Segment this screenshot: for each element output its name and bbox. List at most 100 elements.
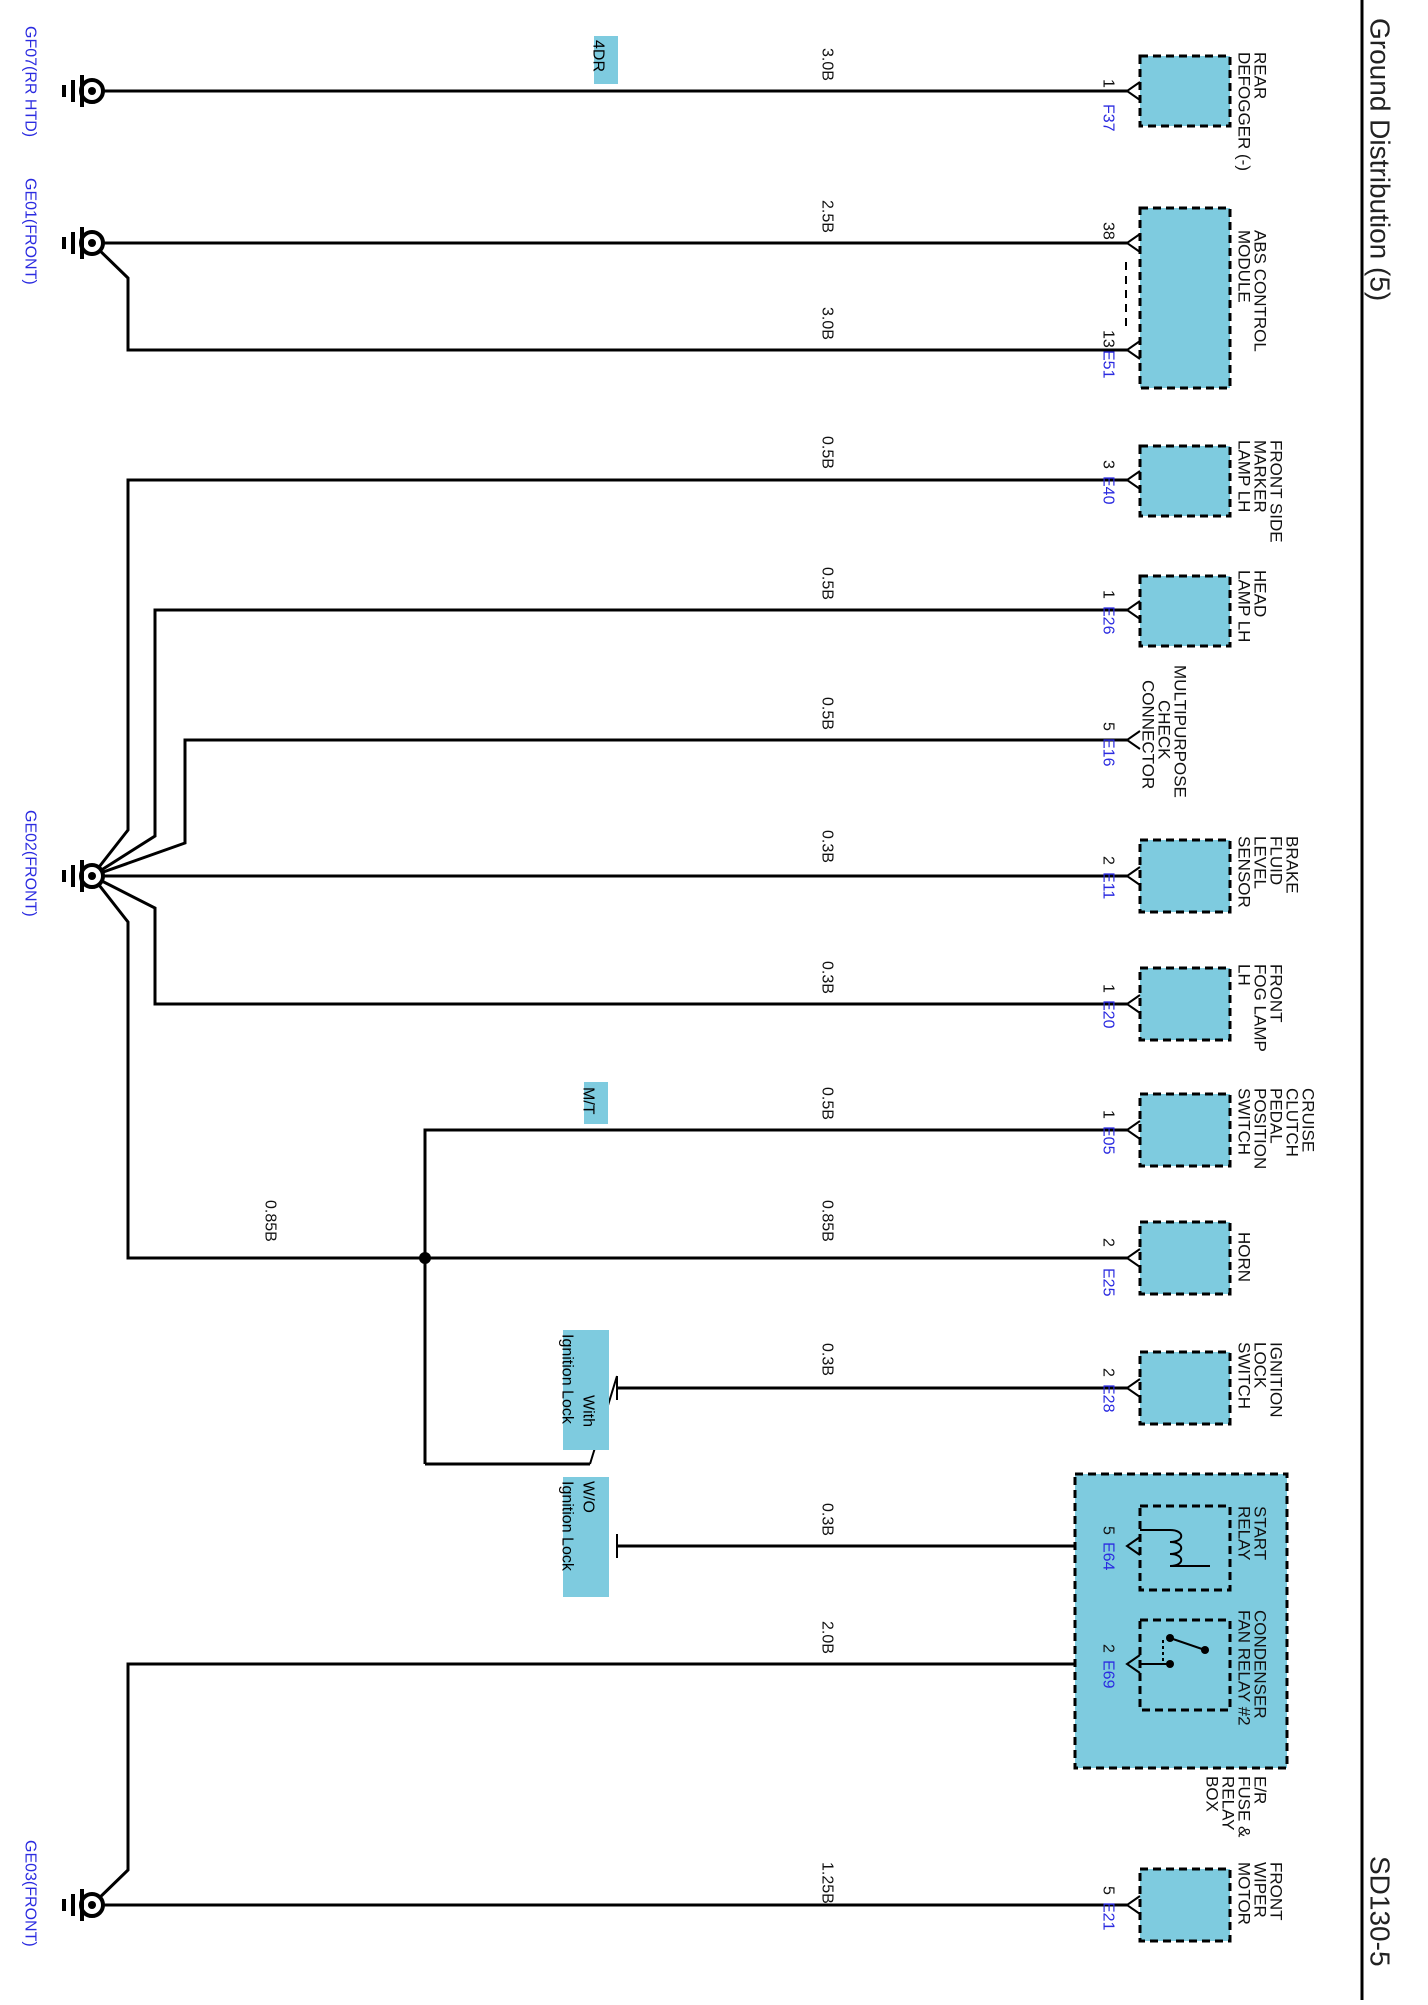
svg-text:LOCK: LOCK [1251, 1342, 1270, 1389]
ground-symbol-icon [62, 73, 105, 109]
svg-text:FOG LAMP: FOG LAMP [1251, 964, 1270, 1052]
svg-text:WIPER: WIPER [1251, 1862, 1270, 1918]
svg-text:RELAY: RELAY [1235, 1506, 1254, 1561]
connector-icon [1126, 1248, 1141, 1268]
wire-size: 0.3B [819, 1503, 836, 1536]
component-horn: 2 E25 HORN [1100, 1220, 1254, 1297]
svg-text:2: 2 [1100, 1368, 1117, 1377]
svg-text:POSITION: POSITION [1251, 1088, 1270, 1169]
svg-text:BRAKE: BRAKE [1283, 836, 1302, 894]
connector-icon [1126, 1120, 1141, 1140]
wire-size: 0.85B [262, 1200, 279, 1242]
svg-text:HEAD: HEAD [1251, 570, 1270, 617]
svg-text:PEDAL: PEDAL [1267, 1088, 1286, 1144]
connector-icon [1126, 994, 1141, 1014]
component-multipurpose-check-connector: 5 E16 MULTIPURPOSE CHECK CONNECTOR [1100, 665, 1190, 798]
ground-label: GF07(RR HTD) [22, 26, 39, 137]
component-front-fog-lamp-lh: 1 E20 FRONT FOG LAMP LH [1100, 964, 1286, 1052]
wire-size: 0.5B [819, 697, 836, 730]
page-title: Ground Distribution (5) [1365, 18, 1396, 301]
svg-text:5: 5 [1100, 722, 1117, 731]
svg-text:2: 2 [1100, 1644, 1117, 1653]
component-abs-control-module: 38 13 E51 ABS CONTROL MODULE [1100, 206, 1270, 390]
svg-text:5: 5 [1100, 1886, 1117, 1895]
connector-icon [1126, 1895, 1141, 1915]
svg-text:CONNECTOR: CONNECTOR [1139, 680, 1158, 789]
wire-size: 0.5B [819, 1087, 836, 1120]
wire-size: 0.3B [819, 830, 836, 863]
relay-box: E/R FUSE & RELAY BOX [1073, 1472, 1289, 1838]
svg-text:FUSE &: FUSE & [1235, 1776, 1254, 1838]
ground-gf07: GF07(RR HTD) [22, 26, 105, 137]
svg-text:DEFOGGER (-): DEFOGGER (-) [1235, 52, 1254, 171]
wire-size: 1.25B [819, 1862, 836, 1904]
svg-text:FRONT SIDE: FRONT SIDE [1267, 440, 1286, 543]
svg-text:E51: E51 [1100, 350, 1117, 379]
svg-text:SENSOR: SENSOR [1235, 836, 1254, 908]
connector-icon [1126, 866, 1141, 886]
svg-text:E64: E64 [1100, 1542, 1117, 1571]
svg-text:MARKER: MARKER [1251, 440, 1270, 513]
svg-text:E05: E05 [1100, 1126, 1117, 1155]
svg-text:CHECK: CHECK [1155, 700, 1174, 760]
svg-text:LAMP LH: LAMP LH [1235, 440, 1254, 512]
connector-icon [1126, 340, 1141, 360]
svg-text:F37: F37 [1100, 104, 1117, 132]
ground-ge02: GE02(FRONT) [22, 810, 105, 917]
page-code: SD130-5 [1365, 1856, 1396, 1967]
svg-text:3: 3 [1100, 460, 1117, 469]
svg-text:FRONT: FRONT [1267, 964, 1286, 1023]
component-head-lamp-lh: 1 E26 HEAD LAMP LH [1100, 570, 1270, 648]
wire-size-labels: 3.0B 2.5B 3.0B 0.5B 0.5B 0.5B 0.3B 0.3B … [262, 48, 836, 1904]
svg-text:HORN: HORN [1235, 1232, 1254, 1282]
svg-text:E69: E69 [1100, 1660, 1117, 1689]
svg-text:IGNITION: IGNITION [1267, 1342, 1286, 1418]
connector-icon [1126, 600, 1141, 620]
component-front-side-marker-lamp-lh: 3 E40 FRONT SIDE MARKER LAMP LH [1100, 440, 1286, 543]
svg-text:REAR: REAR [1251, 52, 1270, 99]
wires [90, 89, 1128, 1907]
ground-label: GE03(FRONT) [22, 1840, 39, 1947]
svg-text:BOX: BOX [1203, 1776, 1222, 1812]
svg-text:START: START [1251, 1506, 1270, 1560]
svg-text:1: 1 [1100, 1110, 1117, 1119]
svg-text:CRUISE: CRUISE [1299, 1088, 1318, 1152]
svg-text:38: 38 [1100, 222, 1117, 240]
svg-text:Ignition Lock: Ignition Lock [559, 1481, 576, 1572]
ground-symbol-icon [62, 858, 105, 894]
svg-text:E11: E11 [1100, 872, 1117, 899]
option-tag-4dr: 4DR [590, 36, 618, 84]
ground-symbol-icon [62, 1887, 105, 1923]
svg-text:1: 1 [1100, 590, 1117, 599]
ground-ge01: GE01(FRONT) [22, 178, 105, 285]
connector-icon [1126, 1378, 1141, 1398]
svg-text:LH: LH [1235, 964, 1254, 986]
svg-text:E/R: E/R [1251, 1776, 1270, 1804]
svg-text:RELAY: RELAY [1219, 1776, 1238, 1831]
svg-text:SWITCH: SWITCH [1235, 1342, 1254, 1409]
svg-text:CONDENSER: CONDENSER [1251, 1610, 1270, 1719]
svg-text:1: 1 [1100, 984, 1117, 993]
svg-text:E25: E25 [1100, 1268, 1117, 1297]
svg-text:FAN RELAY #2: FAN RELAY #2 [1235, 1610, 1254, 1726]
ground-label: GE01(FRONT) [22, 178, 39, 285]
svg-text:E16: E16 [1100, 738, 1117, 767]
svg-text:FLUID: FLUID [1267, 836, 1286, 885]
svg-text:MODULE: MODULE [1235, 230, 1254, 303]
wire-size: 0.5B [819, 436, 836, 469]
svg-text:LAMP LH: LAMP LH [1235, 570, 1254, 642]
svg-text:E28: E28 [1100, 1384, 1117, 1413]
option-tag-without-ignition-lock: W/O Ignition Lock [559, 1477, 609, 1597]
component-brake-fluid-level-sensor: 2 E11 BRAKE FLUID LEVEL SENSOR [1100, 836, 1302, 914]
svg-text:2: 2 [1100, 856, 1117, 865]
svg-text:MOTOR: MOTOR [1235, 1862, 1254, 1925]
svg-text:E26: E26 [1100, 606, 1117, 635]
wire-size: 2.0B [819, 1621, 836, 1654]
component-start-relay: 5 E64 START RELAY [1100, 1506, 1270, 1571]
connector-icon [1126, 81, 1141, 101]
wire-size: 0.3B [819, 1343, 836, 1376]
svg-text:LEVEL: LEVEL [1251, 836, 1270, 889]
svg-text:MULTIPURPOSE: MULTIPURPOSE [1171, 665, 1190, 798]
svg-text:M/T: M/T [580, 1087, 597, 1115]
component-cruise-clutch-pedal-position-switch: 1 E05 CRUISE CLUTCH PEDAL POSITION SWITC… [1100, 1088, 1318, 1169]
